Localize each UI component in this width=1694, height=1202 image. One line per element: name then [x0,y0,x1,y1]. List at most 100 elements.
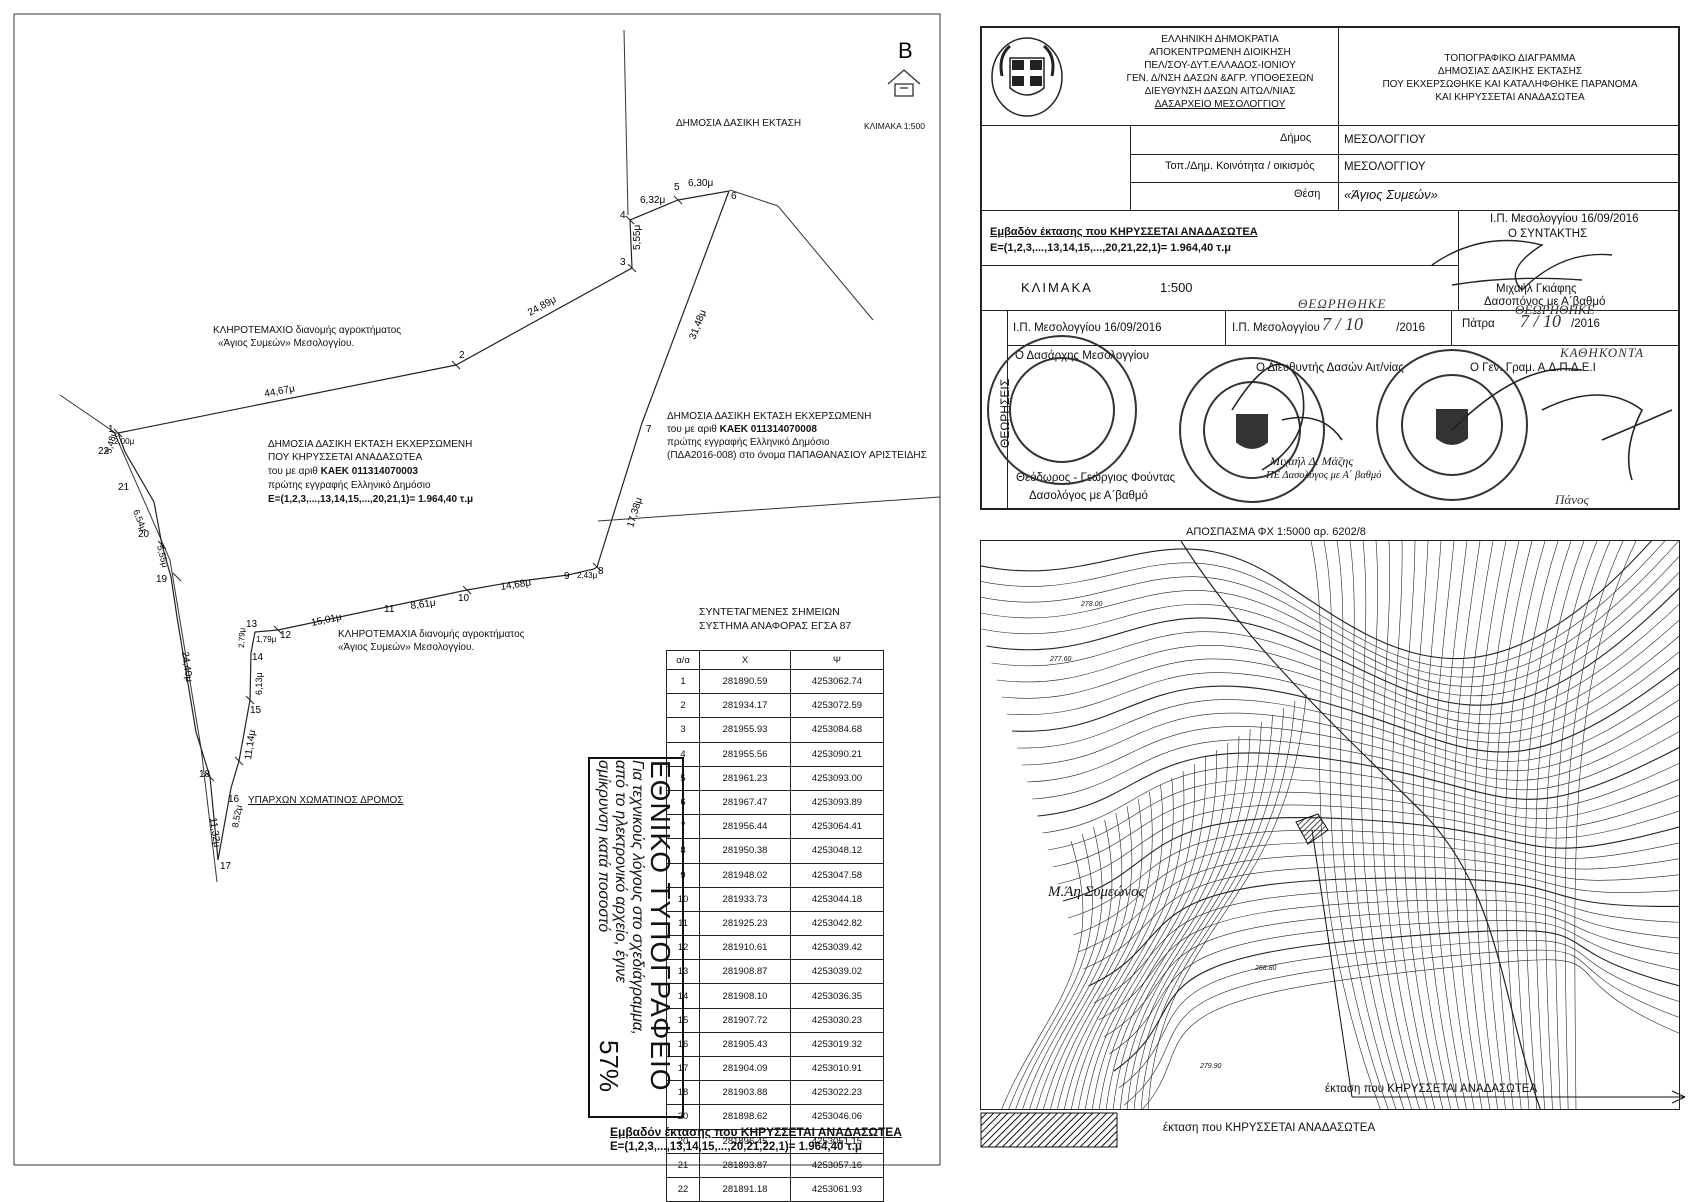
north-letter: B [898,38,913,63]
y-coordinate-cell: 4253064.41 [790,814,884,840]
authority-line: ΔΑΣΑΡΧΕΙΟ ΜΕΣΟΛΟΓΓΙΟΥ [1154,99,1286,110]
distance-label: 1,79μ [256,635,277,644]
y-coordinate-cell: 4253030.23 [790,1007,884,1033]
plots-bottom-label-2: «Άγιος Συμεών» Μεσολογγίου. [338,642,475,653]
authority-line: ΔΙΕΥΘΥΝΣΗ ΔΑΣΩΝ ΑΙΤΩΛ/ΝΙΑΣ [1144,86,1296,97]
col-header-id: α/α [666,650,700,670]
y-coordinate-cell: 4253061.93 [790,1176,884,1202]
point-labels: 1 2 3 4 5 6 7 8 9 10 11 12 13 14 15 16 1… [98,182,737,872]
contour-line [1043,798,1143,1109]
handwritten-verified-2: ΘΕΩΡΗΘΗΚΕ [1515,302,1595,317]
kaek-prefix: του με αριθ [667,424,717,435]
authority-line: ΓΕΝ. Δ/ΝΣΗ ΔΑΣΩΝ &ΑΓΡ. ΥΠΟΘΕΣΕΩΝ [1126,73,1314,84]
handwritten-verified: ΘΕΩΡΗΘΗΚΕ [1298,296,1387,311]
contour-line [1336,541,1397,1109]
map-place-name: Μ.Άη Συμεώνος [1048,884,1145,900]
col-header-x: Χ [699,650,791,670]
point-id-cell: 2 [666,693,700,719]
contour-line [1068,829,1679,919]
x-coordinate-cell: 281890.59 [699,668,791,695]
contour-line [1371,541,1420,1109]
contour-line [996,619,1679,725]
x-coordinate-cell: 281905.43 [699,1031,791,1058]
distance-label: 24,89μ [526,294,558,319]
authority-line: ΕΛΛΗΝΙΚΗ ΔΗΜΟΚΡΑΤΙΑ [1161,34,1279,45]
contour-line [1042,763,1679,834]
contour-line [1022,699,1679,772]
coords-title-2: ΣΥΣΤΗΜΑ ΑΝΑΦΟΡΑΣ ΕΓΣΑ 87 [699,620,852,632]
contour-line [1083,866,1679,970]
y-coordinate-cell: 4253084.68 [790,717,884,743]
right-parcel-label-3: πρώτης εγγραφής Ελληνικό Δημόσιο [667,437,830,448]
contour-line [1323,541,1389,1109]
header-area-title: Εμβαδόν έκτασης που ΚΗΡΥΣΣΕΤΑΙ ΑΝΑΔΑΣΩΤΕ… [990,226,1258,238]
contour-line [1412,541,1452,1109]
diagram-title-line: ΔΗΜΟΣΙΑΣ ΔΑΣΙΚΗΣ ΕΚΤΑΣΗΣ [1437,66,1583,77]
x-coordinate-cell: 281956.44 [699,814,791,840]
right-parcel-label-1: ΔΗΜΟΣΙΑ ΔΑΣΙΚΗ ΕΚΤΑΣΗ ΕΚΧΕΡΣΩΜΕΝΗ [667,411,872,422]
distance-labels: 44,67μ 24,89μ 5,55μ 6,32μ 6,30μ 31,48μ 1… [103,178,713,848]
contour-line [1142,959,1679,1109]
kaek-number: ΚΑΕΚ 011314070008 [719,424,817,435]
plots-bottom-label-1: ΚΛΗΡΟΤΕΜΑΧΙΑ διανομής αγροκτήματος [338,629,525,640]
contour-line [1017,683,1679,762]
bottom-area-formula: E=(1,2,3,...,13,14,15,...,20,21,22,1)= 1… [610,1141,862,1153]
excerpt-title: ΑΠΟΣΠΑΣΜΑ ΦΧ 1:5000 αρ. 6202/8 [1186,526,1366,538]
distance-label: 44,67μ [263,383,296,400]
y-coordinate-cell: 4253062.74 [790,668,884,695]
distance-label: 2,00μ [114,437,135,446]
coords-title-1: ΣΥΝΤΕΤΑΓΜΕΝΕΣ ΣΗΜΕΙΩΝ [699,606,840,618]
contour-line [1554,541,1611,1109]
national-note-1: Για τεχνικούς λόγους στο σχεδιάγραμμα, [629,760,646,1035]
point-label: 9 [564,571,570,582]
national-printing-office-box [588,757,684,1118]
stamp-icon [1179,357,1325,503]
kaek-number: ΚΑΕΚ 011314070003 [320,466,418,477]
contour-line [1381,541,1428,1109]
distance-label: 11,32μ [207,817,222,849]
y-coordinate-cell: 4253019.32 [790,1031,884,1058]
road-label: ΥΠΑΡΧΩΝ ΧΩΜΑΤΙΝΟΣ ΔΡΟΜΟΣ [248,795,404,806]
y-coordinate-cell: 4253022.23 [790,1080,884,1106]
contour-line [1140,700,1296,1109]
contour-line [1433,541,1467,1109]
contour-line [1006,651,1679,743]
authority-line: ΑΠΟΚΕΝΤΡΩΜΕΝΗ ΔΙΟΙΚΗΣΗ [1149,47,1291,58]
verification-1-name: Θεόδωρος - Γεώργιος Φούντας [1016,472,1176,484]
handwritten-duties: ΚΑΘΗΚΟΝΤΑ [1560,345,1645,360]
y-coordinate-cell: 4253093.00 [790,765,884,791]
y-coordinate-cell: 4253093.89 [790,789,884,816]
point-label: 14 [252,652,264,663]
plan-scale-label: ΚΛΙΜΑΚΑ 1:500 [864,121,925,131]
bottom-area-title: Εμβαδόν έκτασης που ΚΗΡΥΣΣΕΤΑΙ ΑΝΑΔΑΣΩΤΕ… [610,1125,902,1139]
contour-line [1092,749,1217,1109]
contour-line [1052,791,1679,868]
contour-line [1071,770,1185,1109]
contour-line [1073,842,1679,936]
distance-label: 15,01μ [310,612,343,629]
point-label: 6 [731,191,737,202]
contour-line [1525,541,1572,1109]
author-title: Δασοπόνος με Α΄βαθμό [1484,296,1606,308]
contour-line [1494,541,1533,1109]
y-coordinate-cell: 4253042.82 [790,910,884,937]
col-header-y: Ψ [790,650,884,670]
point-id-cell: 1 [666,668,700,695]
contour-line [1402,541,1444,1109]
contour-line [1027,715,1679,783]
point-label: 10 [458,593,470,604]
point-label: 12 [280,630,292,641]
contour-line [1545,541,1598,1109]
public-forest-top-label: ΔΗΜΟΣΙΑ ΔΑΣΙΚΗ ΕΚΤΑΣΗ [676,118,802,129]
point-label: 20 [138,529,150,540]
distance-label: 8,61μ [410,598,437,612]
main-parcel-label-4: πρώτης εγγραφής Ελληνικό Δημόσιο [268,480,431,491]
contour-line [1361,541,1412,1109]
y-coordinate-cell: 4253044.18 [790,886,884,912]
contour-line [1392,541,1436,1109]
x-coordinate-cell: 281904.09 [699,1055,791,1082]
